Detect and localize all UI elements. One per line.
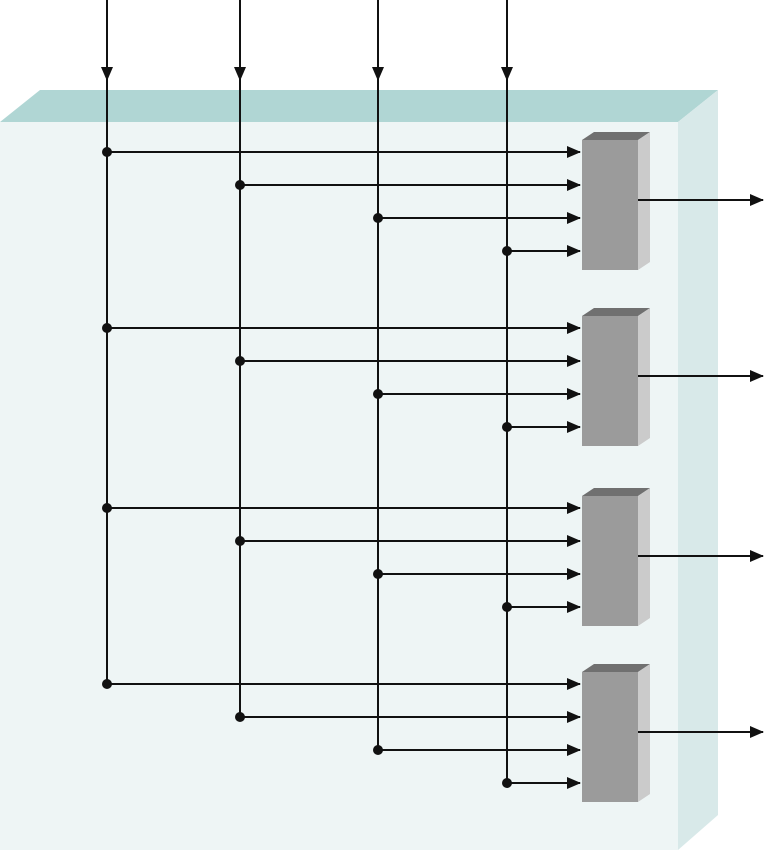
junction-dot-icon [235,536,245,546]
junction-dot-icon [235,180,245,190]
junction-dot-icon [235,712,245,722]
junction-dot-icon [502,778,512,788]
unit-top-face [582,132,650,140]
panel-top-face [0,90,718,122]
unit-front-face [582,496,638,626]
wires [101,0,764,789]
junction-dot-icon [102,503,112,513]
junction-dot-icon [235,356,245,366]
processing-unit-3 [582,488,650,626]
processing-unit-4 [582,664,650,802]
junction-dot-icon [373,569,383,579]
processing-unit-1 [582,132,650,270]
unit-front-face [582,140,638,270]
unit-top-face [582,488,650,496]
junction-dot-icon [502,246,512,256]
processing-units [582,132,650,802]
junction-dot-icon [373,745,383,755]
panel-side-face [678,90,718,850]
unit-top-face [582,308,650,316]
unit-front-face [582,316,638,446]
junction-dot-icon [373,213,383,223]
junction-dot-icon [502,422,512,432]
junction-dot-icon [102,323,112,333]
panel-front-face [0,122,678,850]
junction-dot-icon [102,679,112,689]
unit-top-face [582,664,650,672]
junction-dot-icon [102,147,112,157]
unit-front-face [582,672,638,802]
junction-dot-icon [502,602,512,612]
junction-dot-icon [373,389,383,399]
panel [0,90,718,850]
processing-unit-2 [582,308,650,446]
